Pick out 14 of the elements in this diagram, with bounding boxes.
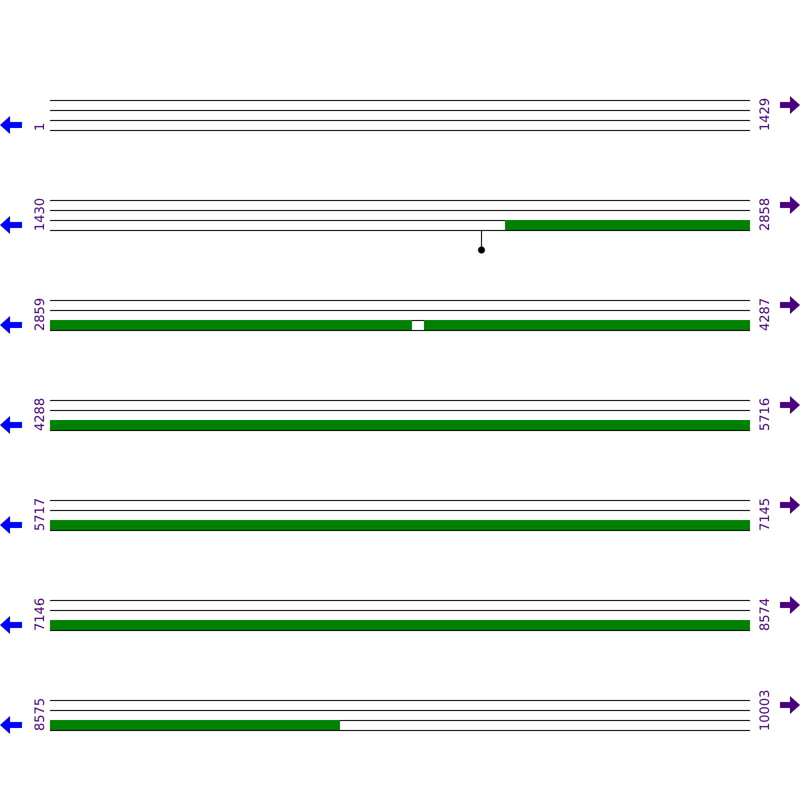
position-number: 4288 (34, 398, 48, 431)
position-number: 5716 (759, 398, 773, 431)
position-number: 2859 (34, 298, 48, 331)
position-number: 8574 (759, 598, 773, 631)
position-number: 1430 (34, 198, 48, 231)
position-number: 10003 (759, 690, 773, 731)
position-number: 1429 (759, 98, 773, 131)
position-number: 8575 (34, 698, 48, 731)
position-number: 4287 (759, 298, 773, 331)
position-number: 5717 (34, 498, 48, 531)
position-number: 7146 (34, 598, 48, 631)
position-number: 1 (34, 122, 48, 131)
position-number: 7145 (759, 498, 773, 531)
position-number: 2858 (759, 198, 773, 231)
